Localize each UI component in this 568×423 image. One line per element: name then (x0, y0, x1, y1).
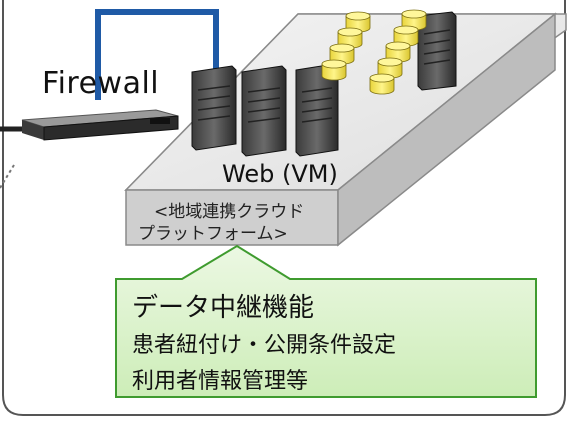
firewall-label: Firewall (42, 66, 160, 101)
platform-label: <地域連携クラウド プラットフォーム> (130, 201, 320, 245)
network-cable (95, 9, 219, 100)
server-4 (417, 11, 457, 91)
web-vm-label: Web (VM) (222, 160, 338, 188)
server-2 (241, 65, 287, 157)
platform-label-line2: プラットフォーム> (138, 224, 288, 244)
database-icon (369, 73, 395, 95)
data-relay-callout: データ中継機能 患者紐付け・公開条件設定 利用者情報管理等 (116, 279, 536, 397)
callout-line2: 患者紐付け・公開条件設定 (132, 333, 397, 358)
database-cluster (321, 9, 427, 95)
callout-line3: 利用者情報管理等 (132, 369, 309, 394)
platform-side (337, 12, 556, 247)
callout-title: データ中継機能 (132, 293, 315, 323)
server-1 (191, 65, 237, 151)
database-icon (321, 59, 347, 81)
platform-label-line1: <地域連携クラウド (154, 202, 305, 222)
firewall-device (21, 109, 179, 141)
frame-visible (2, 0, 566, 416)
dotted-link (0, 164, 15, 189)
